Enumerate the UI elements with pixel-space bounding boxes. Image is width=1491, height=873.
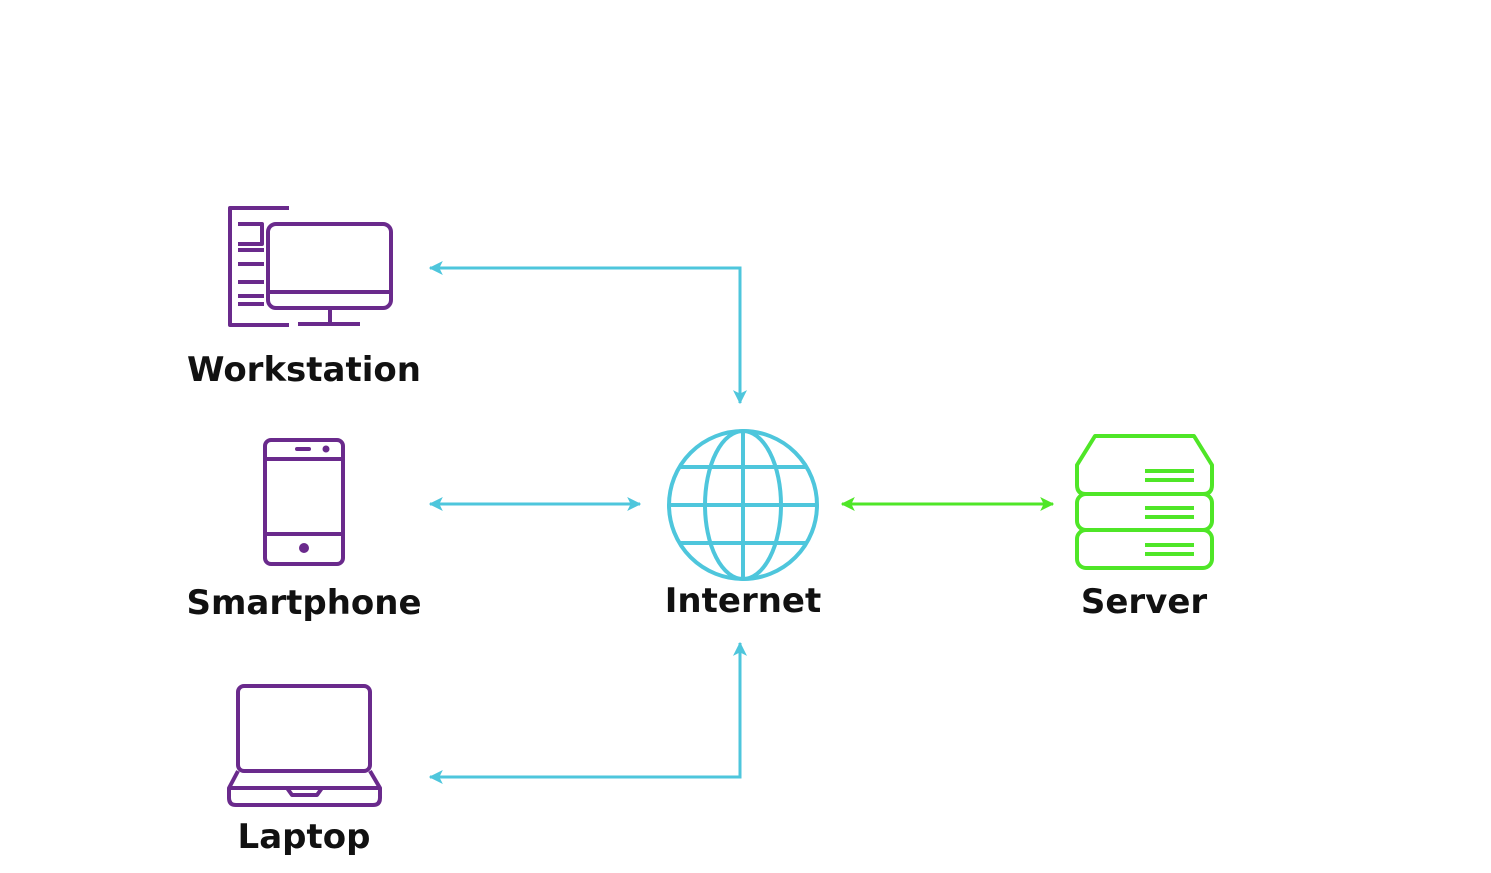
smartphone-label: Smartphone [186, 583, 422, 623]
server-label: Server [1080, 582, 1208, 622]
internet-label: Internet [664, 581, 822, 621]
smartphone-icon [263, 438, 345, 566]
laptop-icon [227, 684, 382, 807]
server-icon [1075, 434, 1214, 570]
laptop-label: Laptop [237, 817, 371, 857]
connection-laptop-internet [428, 641, 747, 784]
workstation-icon [228, 206, 393, 327]
connection-workstation-internet [428, 261, 747, 405]
workstation-label: Workstation [187, 350, 421, 390]
globe-icon [667, 429, 819, 581]
